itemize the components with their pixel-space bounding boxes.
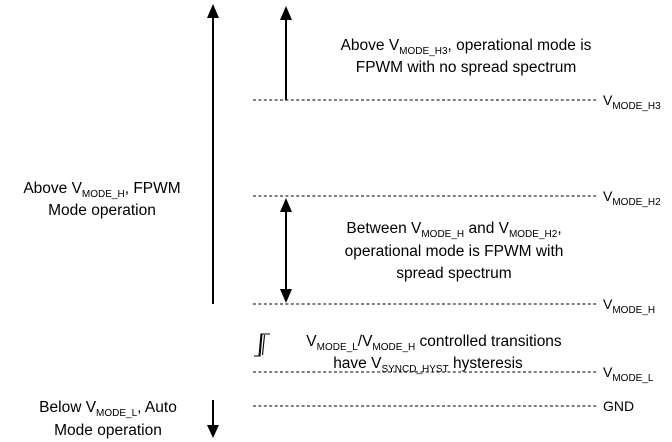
fpwm-label-line2: Mode operation	[48, 202, 156, 219]
fpwm-label-line1: Above VMODE_H, FPWM	[23, 180, 180, 200]
label-gnd: GND	[603, 398, 634, 414]
middle-region-line3: spread spectrum	[396, 265, 511, 282]
top-region-line1: Above VMODE_H3, operational mode is	[341, 37, 592, 57]
auto-label-line1: Below VMODE_L, Auto	[39, 399, 177, 419]
middle-region-line2: operational mode is FPWM with	[345, 243, 564, 260]
hysteresis-line1: VMODE_L/VMODE_H controlled transitions	[306, 333, 562, 353]
top-region-arrow	[280, 6, 292, 100]
label-mode-h3: VMODE_H3	[603, 92, 661, 112]
middle-region-line1: Between VMODE_H and VMODE_H2,	[346, 220, 561, 240]
auto-region-arrow	[207, 400, 219, 438]
label-mode-l: VMODE_L	[603, 364, 654, 384]
auto-label-line2: Mode operation	[54, 422, 162, 439]
label-mode-h: VMODE_H	[603, 296, 655, 316]
hysteresis-line2: have VSYNCD_HYST hysteresis	[333, 355, 523, 375]
hysteresis-icon	[254, 333, 270, 357]
top-region-line2: FPWM with no spread spectrum	[356, 59, 577, 76]
label-mode-h2: VMODE_H2	[603, 188, 661, 208]
fpwm-region-arrow	[207, 4, 219, 304]
middle-region-double-arrow	[280, 198, 292, 303]
